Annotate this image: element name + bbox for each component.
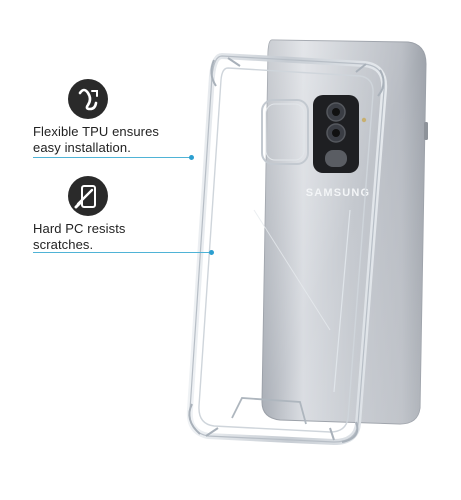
clear-case (186, 52, 388, 446)
phone-body: SAMSUNG (261, 39, 428, 425)
leader-dot (209, 250, 214, 255)
hard-pc-icon (74, 185, 96, 209)
feature-line: Hard PC resists (33, 221, 126, 236)
leader-dot (189, 155, 194, 160)
flexible-tpu-icon (78, 88, 98, 111)
leader-line (33, 157, 191, 158)
feature-line: Flexible TPU ensures (33, 124, 160, 139)
leader-line (33, 252, 211, 253)
flexible-tpu-icon-badge (68, 79, 108, 119)
hard-pc-icon-badge (68, 176, 108, 216)
feature-caption-hard-pc: Hard PC resists scratches. (33, 221, 126, 253)
feature-caption-flexible-tpu: Flexible TPU ensures easy installation. (33, 124, 159, 156)
feature-line: easy installation. (33, 140, 131, 155)
feature-line: scratches. (33, 237, 94, 252)
phone-brand-text: SAMSUNG (306, 187, 371, 199)
